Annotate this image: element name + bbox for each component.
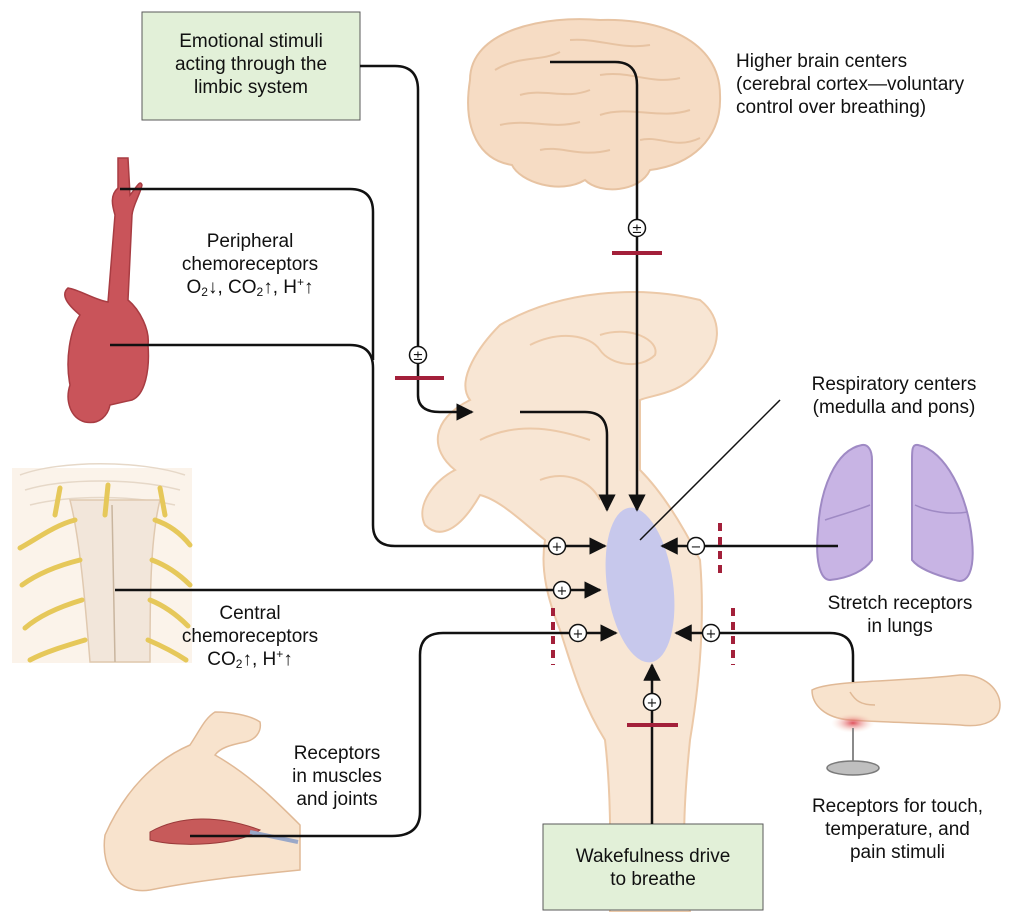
central-stimuli-line: CO2↑, H+↑ <box>170 648 330 671</box>
sign-text-higher-brain: ± <box>632 222 643 237</box>
respiratory-center-leader <box>640 400 780 540</box>
brain-illustration <box>468 19 720 189</box>
stretch-receptors-label: Stretch receptors in lungs <box>790 592 1010 638</box>
respiratory-centers-label: Respiratory centers (medulla and pons) <box>784 373 1004 419</box>
touch-receptor-pathway <box>676 633 853 682</box>
sign-text-wakefulness: + <box>647 696 658 711</box>
touch-receptors-label: Receptors for touch, temperature, and pa… <box>780 795 1015 864</box>
finger-pin-illustration <box>812 675 1000 775</box>
spinal-cord-illustration <box>12 464 192 663</box>
peripheral-chemoreceptors-label: Peripheral chemoreceptors O2↓, CO2↑, H+↑ <box>170 230 330 299</box>
sign-text-central: + <box>557 584 568 599</box>
sign-text-stretch: − <box>691 540 702 555</box>
emotional-stimuli-label: Emotional stimuli acting through the lim… <box>142 30 360 99</box>
muscle-joint-receptors-label: Receptors in muscles and joints <box>262 742 412 811</box>
sign-text-emotional: ± <box>413 349 424 364</box>
lungs-illustration <box>817 445 973 581</box>
higher-brain-label: Higher brain centers (cerebral cortex—vo… <box>736 50 1016 119</box>
sign-text-muscle: + <box>573 627 584 642</box>
wakefulness-drive-label: Wakefulness drive to breathe <box>543 845 763 891</box>
sign-text-peripheral: + <box>552 540 563 555</box>
brainstem-illustration <box>422 292 717 912</box>
carotid-artery-illustration <box>65 158 149 423</box>
peripheral-stimuli-line: O2↓, CO2↑, H+↑ <box>170 276 330 299</box>
central-chemoreceptors-label: Central chemoreceptors CO2↑, H+↑ <box>170 602 330 671</box>
sign-text-touch: + <box>706 627 717 642</box>
